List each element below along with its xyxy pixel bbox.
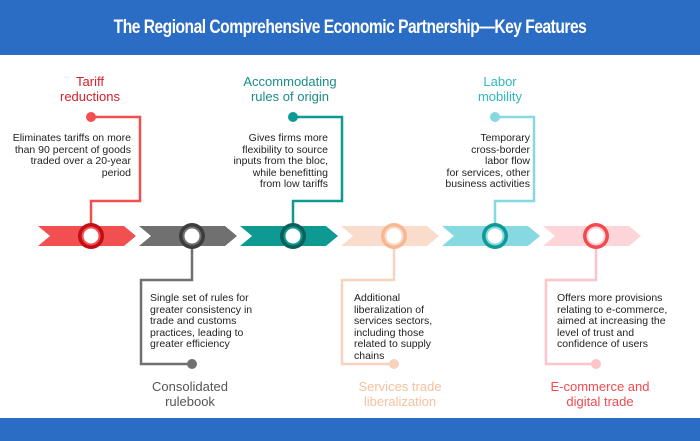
desc-line: period	[101, 166, 131, 179]
desc-line: relating to e-commerce,	[557, 303, 668, 316]
footer-bar	[0, 418, 700, 441]
feature-title-tariff: Tariff reductions	[30, 74, 150, 104]
desc-line: greater efficiency	[150, 338, 230, 350]
timeline-ring-center	[285, 228, 301, 244]
page-title: The Regional Comprehensive Economic Part…	[113, 17, 587, 38]
connector-dot	[490, 112, 500, 122]
desc-line: related to supply	[354, 338, 432, 350]
feature-title-labor: Labor mobility	[455, 74, 545, 104]
connector-dot	[86, 112, 96, 122]
timeline-ring-center	[184, 228, 200, 244]
feature-title-rulebook: Consolidated rulebook	[130, 379, 250, 409]
title-line: reductions	[60, 89, 120, 104]
feature-description-tariff: Eliminates tariffs on more than 90 perce…	[10, 132, 131, 179]
timeline-ring-center	[83, 228, 99, 244]
title-line: Tariff	[76, 74, 104, 89]
desc-line: greater consistency in	[150, 303, 253, 316]
desc-line: than 90 percent of goods	[14, 143, 131, 156]
feature-title-services: Services trade liberalization	[335, 379, 465, 409]
feature-description-ecommerce: Offers more provisions relating to e-com…	[557, 292, 687, 351]
connector-dot	[187, 359, 197, 369]
desc-line: business activities	[445, 178, 530, 190]
desc-line: traded over a 20-year	[30, 155, 131, 167]
timeline-ring-center	[588, 228, 604, 244]
desc-line: Single set of rules for	[150, 292, 249, 304]
desc-line: confidence of users	[557, 338, 649, 350]
timeline-ring-center	[386, 228, 402, 244]
title-line: Labor	[483, 74, 517, 89]
connector-line	[89, 115, 142, 236]
title-line: mobility	[477, 89, 523, 104]
desc-line: aimed at increasing the	[557, 315, 666, 327]
desc-line: practices, leading to	[150, 326, 244, 339]
desc-line: chains	[354, 349, 385, 362]
desc-line: inputs from the bloc,	[233, 155, 328, 167]
desc-line: for services, other	[446, 166, 530, 179]
connector-line	[544, 236, 598, 366]
feature-description-rules-of-origin: Gives firms more flexibility to source i…	[220, 132, 328, 191]
connector-line	[139, 236, 194, 366]
desc-line: cross-border	[471, 143, 530, 156]
title-line: E-commerce and	[550, 379, 650, 394]
title-line: liberalization	[363, 394, 437, 409]
desc-line: labor flow	[485, 155, 530, 167]
feature-description-labor: Temporary cross-border labor flow for se…	[420, 132, 530, 191]
desc-line: Offers more provisions	[557, 292, 663, 304]
desc-line: Temporary	[480, 132, 530, 144]
title-line: rulebook	[165, 394, 215, 409]
connector-dot	[591, 359, 601, 369]
desc-line: liberalization of	[354, 303, 425, 316]
connector-dot	[389, 359, 399, 369]
desc-line: Eliminates tariffs on more	[12, 132, 131, 144]
title-line: Services trade	[358, 379, 442, 394]
connector-line	[340, 236, 396, 366]
desc-line: Gives firms more	[248, 132, 328, 144]
header-bar	[0, 0, 700, 55]
feature-title-ecommerce: E-commerce and digital trade	[540, 379, 660, 409]
desc-line: from low tariffs	[259, 178, 328, 190]
feature-title-rules-of-origin: Accommodating rules of origin	[230, 74, 350, 104]
title-line: Accommodating	[243, 74, 337, 89]
timeline-ring-center	[487, 228, 503, 244]
connector-line	[291, 115, 344, 236]
feature-description-rulebook: Single set of rules for greater consiste…	[150, 292, 280, 351]
desc-line: while benefitting	[252, 166, 328, 179]
desc-line: including those	[354, 326, 425, 339]
connector-line	[493, 115, 536, 236]
feature-description-services: Additional liberalization of services se…	[354, 292, 464, 362]
desc-line: flexibility to source	[242, 143, 328, 156]
desc-line: Additional	[354, 292, 401, 304]
title-line: Consolidated	[152, 379, 228, 394]
title-line: rules of origin	[250, 89, 330, 104]
desc-line: trade and customs	[150, 315, 237, 327]
connector-dot	[288, 112, 298, 122]
desc-line: level of trust and	[557, 326, 635, 339]
title-line: digital trade	[566, 394, 634, 409]
desc-line: services sectors,	[354, 315, 433, 327]
